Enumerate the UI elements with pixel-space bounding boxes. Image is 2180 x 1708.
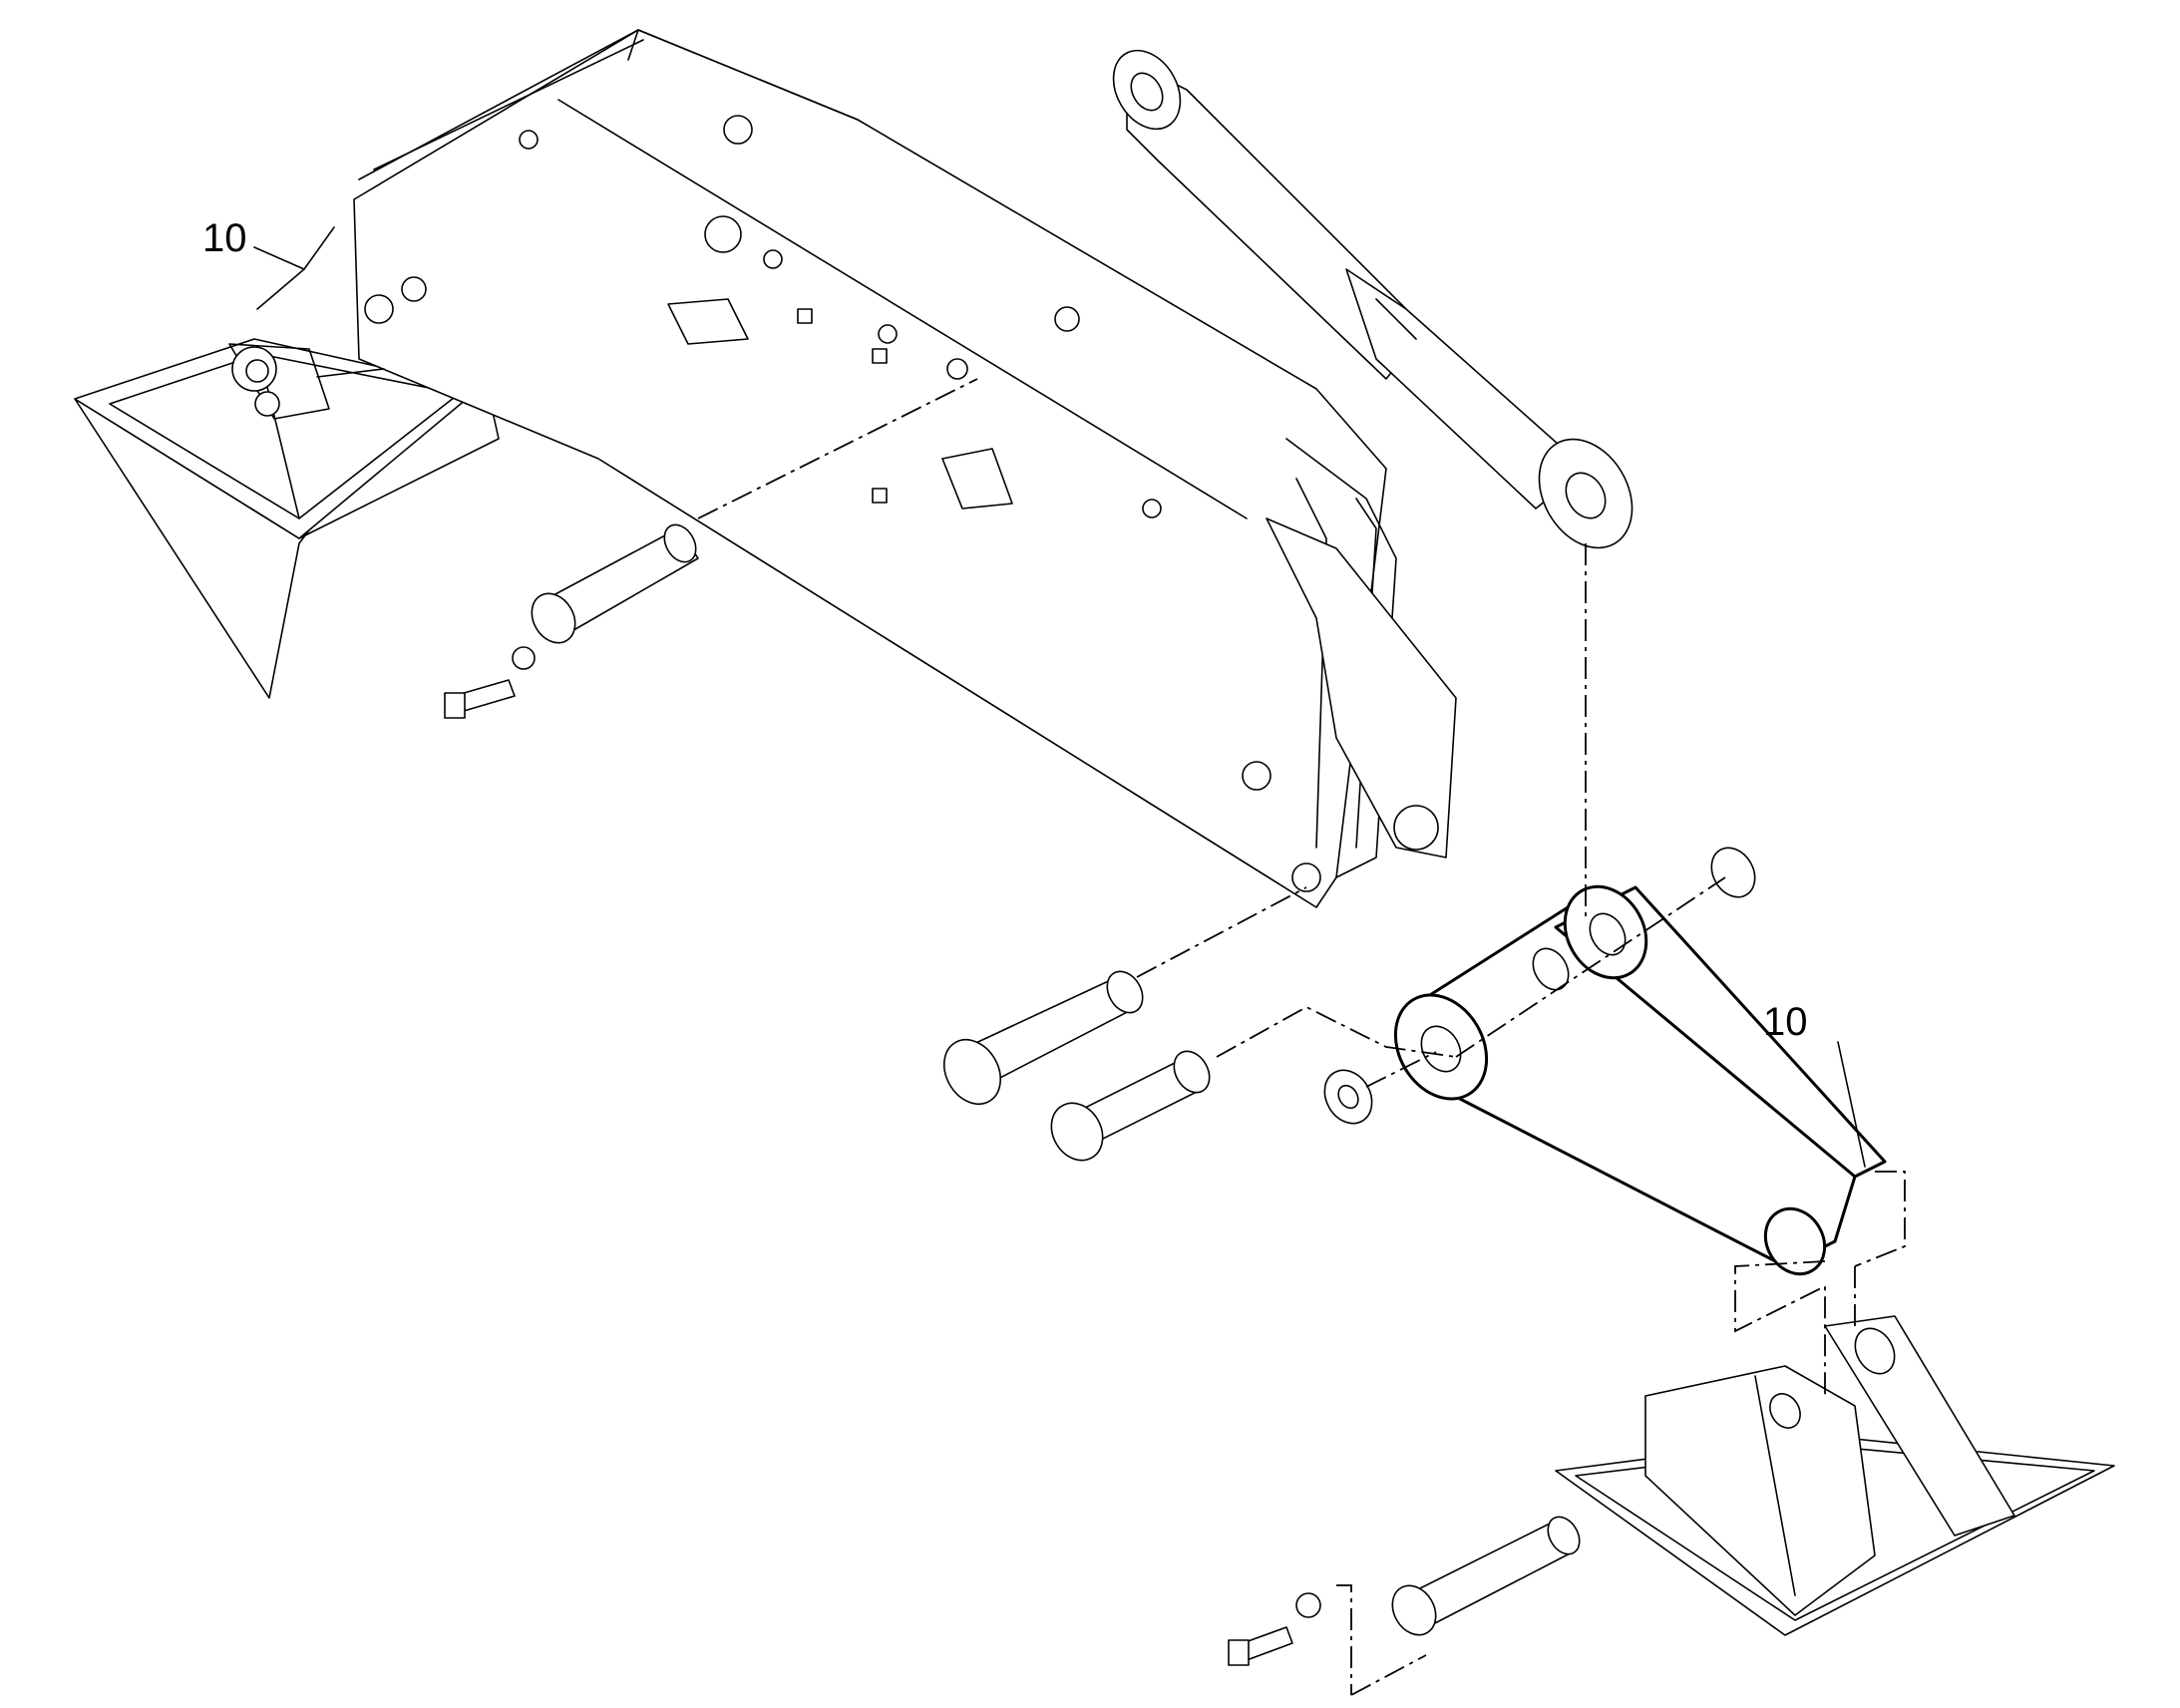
- right-outrigger-pad: [1555, 1315, 2115, 1636]
- link-arm: [1393, 884, 1887, 1276]
- hydraulic-cylinder: [1112, 49, 1634, 549]
- callout-leaders: [253, 226, 1866, 1168]
- boom-arm: [353, 29, 1457, 908]
- middle-pin-assembly: [942, 847, 1756, 1162]
- left-outrigger-pad: [74, 338, 500, 699]
- upper-pin-assembly: [444, 523, 699, 719]
- callout-label-10-left: 10: [202, 216, 247, 260]
- lower-pin-assembly: [1228, 1516, 1581, 1666]
- callout-label-10-right: 10: [1763, 1000, 1808, 1044]
- centerlines: [697, 378, 1906, 1696]
